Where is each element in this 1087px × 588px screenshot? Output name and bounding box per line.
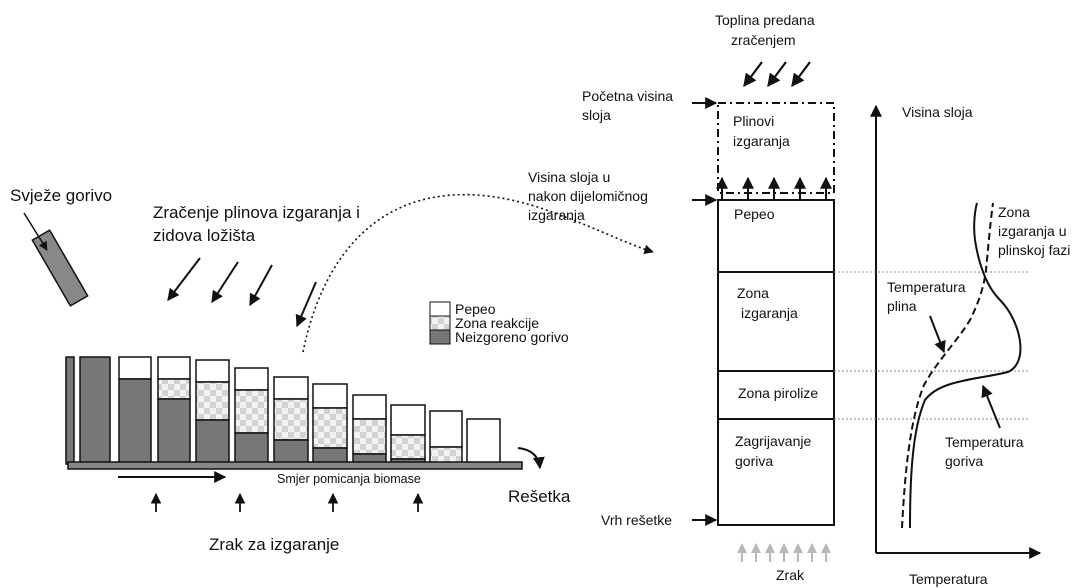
fuel-temperature-curve: [909, 202, 1022, 529]
flue-gases-label-line1: Plinovi: [733, 113, 774, 129]
fuel-temperature-pointer: [981, 384, 1001, 429]
initial-height-label-line2: sloja: [582, 107, 611, 123]
gas-phase-zone-label-line3: plinskoj fazi: [998, 242, 1070, 258]
grate-label: Rešetka: [508, 487, 571, 506]
left-grate-section: Svježe gorivo Zračenje plinova izgaranja…: [10, 186, 654, 554]
radiation-label-line2: zidova ložišta: [153, 226, 256, 245]
flue-gas-zone: [717, 102, 835, 194]
heat-radiation-label-line2: zračenjem: [731, 32, 796, 48]
temperature-profile-section: Visina sloja Temperatura Zona izgaranja …: [834, 104, 1070, 587]
grate-rotation-arrow: [517, 447, 545, 470]
gas-release-arrows: [716, 176, 832, 200]
movement-direction-label: Smjer pomicanja biomase: [277, 472, 421, 486]
combustion-zone-label-line1: Zona: [737, 285, 769, 301]
gas-temperature-label-line1: Temperatura: [887, 279, 966, 295]
bed-height-axis-label: Visina sloja: [902, 104, 973, 120]
combustion-zone-label-line2: izgaranja: [741, 305, 798, 321]
fuel-temperature-label-line2: goriva: [945, 453, 983, 469]
zone-boundary-lines: [834, 271, 1030, 420]
heat-radiation-label-line1: Toplina predana: [715, 12, 815, 28]
fuel-heating-label-line2: goriva: [735, 453, 773, 469]
bed-ash-label: Pepeo: [734, 206, 775, 222]
radiation-arrows: [167, 257, 317, 328]
temperature-axis-label: Temperatura: [909, 571, 988, 587]
legend-reaction-zone: Zona reakcije: [455, 315, 539, 331]
fresh-fuel-label: Svježe gorivo: [10, 186, 112, 205]
bed-layers: [717, 199, 835, 526]
gas-temperature-pointer: [929, 315, 946, 354]
pyrolysis-zone-label: Zona pirolize: [738, 385, 818, 401]
layer-fuel-heating: [717, 418, 835, 526]
gas-temperature-label-line2: plina: [887, 298, 917, 314]
partial-height-label-line2: nakon dijelomičnog: [528, 188, 648, 204]
bed-column-section: Toplina predana zračenjem Početna visina…: [528, 12, 835, 583]
flue-gases-label-line2: izgaranja: [733, 133, 790, 149]
legend-swatch-reaction: [429, 315, 451, 331]
fresh-fuel-arrow: [23, 212, 48, 251]
partial-height-label-line3: izgaranja: [528, 207, 585, 223]
gas-phase-zone-label-line1: Zona: [998, 204, 1030, 220]
layer-ash: [717, 199, 835, 273]
fuel-temperature-label-line1: Temperatura: [945, 434, 1024, 450]
grate-base: [67, 461, 523, 470]
layer-pyrolysis: [717, 370, 835, 420]
gas-temperature-curve: [901, 202, 994, 529]
combustion-air-label: Zrak za izgaranje: [209, 535, 339, 554]
air-label: Zrak: [776, 567, 805, 583]
bottom-air-arrows: [737, 543, 831, 562]
legend: Pepeo Zona reakcije Neizgoreno gorivo: [429, 301, 569, 345]
fuel-bed-columns: [65, 356, 501, 465]
layer-combustion: [717, 271, 835, 372]
legend-ash: Pepeo: [455, 301, 496, 317]
heat-radiation-arrows: [743, 61, 811, 88]
radiation-label-line1: Zračenje plinova izgaranja i: [153, 203, 360, 222]
legend-unburnt-fuel: Neizgoreno gorivo: [455, 329, 569, 345]
initial-height-label-line1: Početna visina: [582, 88, 673, 104]
legend-swatch-ash: [429, 301, 451, 317]
gas-phase-zone-label-line2: izgaranja u: [998, 223, 1067, 239]
combustion-air-arrows: [150, 492, 424, 512]
legend-swatch-unburnt: [429, 329, 451, 345]
grate-top-label: Vrh rešetke: [601, 512, 672, 528]
partial-height-label-line1: Visina sloja u: [528, 169, 610, 185]
fuel-heating-label-line1: Zagrijavanje: [735, 433, 811, 449]
fuel-feeder-tube: [23, 212, 89, 307]
